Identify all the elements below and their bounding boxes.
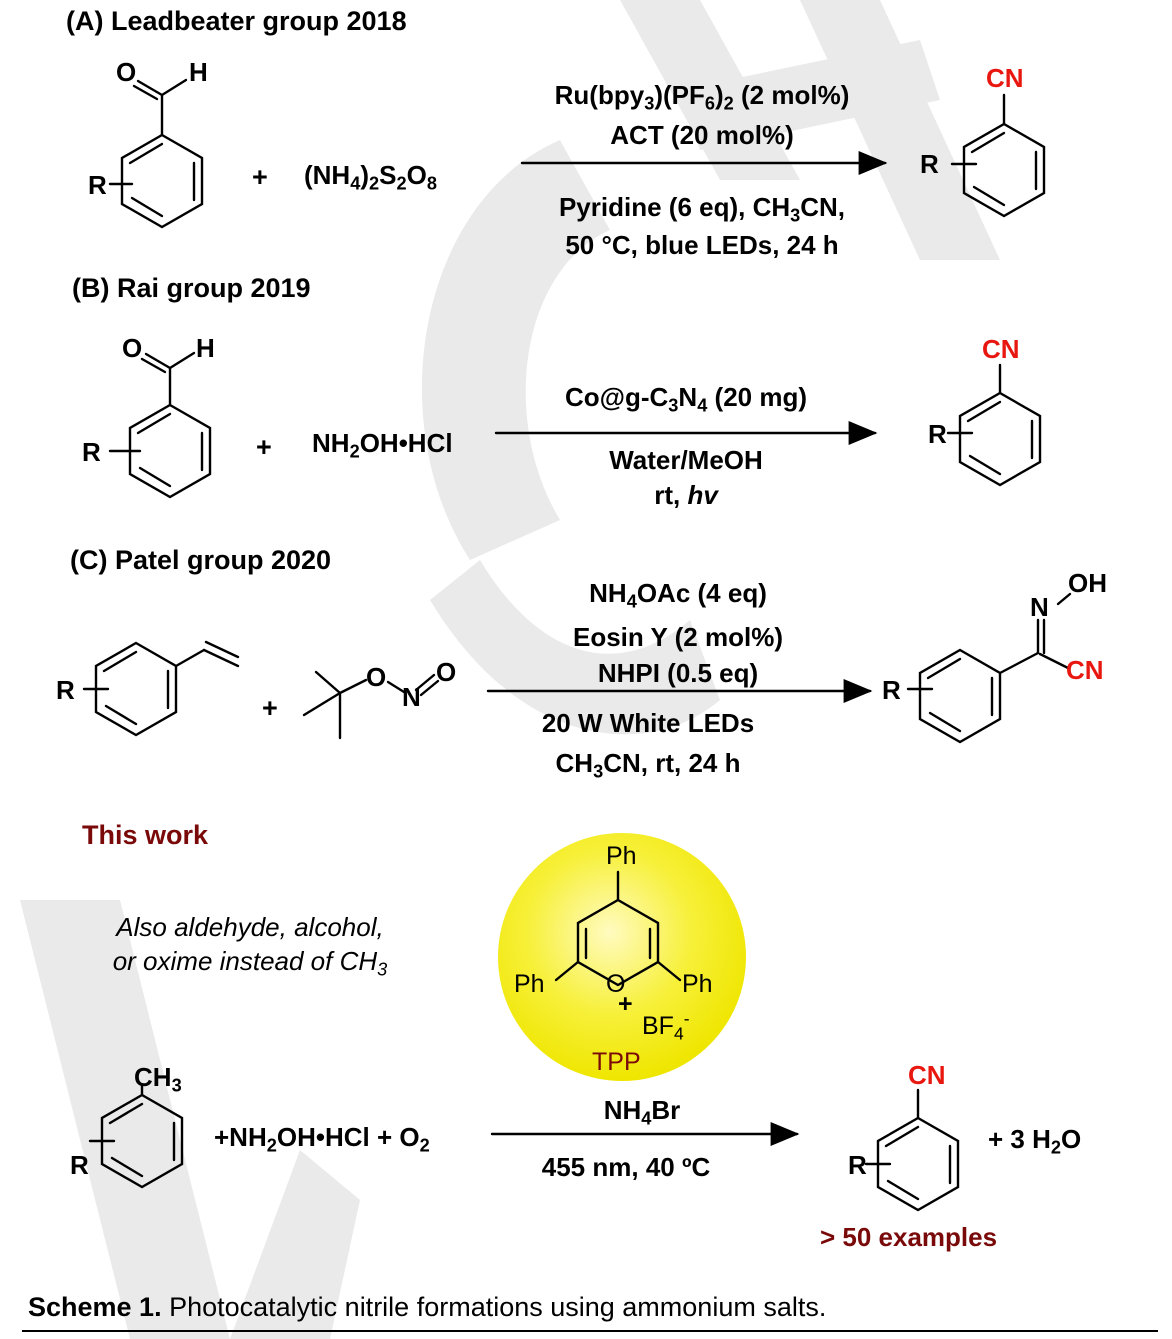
scheme-b-reagent: NH2OH•HCl xyxy=(312,428,453,462)
note-line-1: Also aldehyde, alcohol, xyxy=(116,912,384,942)
scheme-a-conditions-1: Pyridine (6 eq), CH3CN, xyxy=(558,192,846,226)
this-work-toluene xyxy=(88,1083,184,1189)
note-line-2: or oxime instead of CH3 xyxy=(112,946,388,980)
caption-rule xyxy=(22,1330,1158,1332)
scheme-a-benzonitrile xyxy=(950,93,1046,218)
scheme-c-reagent: NH4OAc (4 eq) xyxy=(589,578,767,612)
scheme-c-conditions: CH3CN, rt, 24 h xyxy=(555,748,741,782)
scheme-c-tbuono xyxy=(302,670,440,740)
this-work-conditions: 455 nm, 40 ºC xyxy=(541,1152,711,1182)
r-group-label: R xyxy=(928,419,947,449)
atom-label: O xyxy=(366,662,387,692)
atom-label: O xyxy=(122,333,143,363)
plus-sign: + xyxy=(252,162,268,192)
scheme-a-conditions-2: 50 °C, blue LEDs, 24 h xyxy=(565,230,839,260)
r-group-label: R xyxy=(882,675,901,705)
nitrile-label: CN xyxy=(1066,655,1104,685)
scheme-b-benzaldehyde xyxy=(108,351,212,499)
counterion-label: BF4- xyxy=(642,1008,690,1044)
nitrile-label: CN xyxy=(986,63,1024,93)
scheme-b-benzonitrile xyxy=(946,363,1042,487)
catalyst-label: Ph xyxy=(682,970,713,998)
r-group-label: R xyxy=(56,675,75,705)
scheme-a-cocatalyst: ACT (20 mol%) xyxy=(610,120,794,150)
atom-label: O xyxy=(116,57,137,87)
hydroxyl-label: OH xyxy=(1068,568,1107,598)
catalyst-label: O xyxy=(606,970,626,998)
atom-label: N xyxy=(402,682,421,712)
byproduct: + 3 H2O xyxy=(988,1124,1082,1158)
r-group-label: R xyxy=(70,1150,89,1180)
r-group-label: R xyxy=(88,170,107,200)
atom-label: H xyxy=(189,57,208,87)
scheme-caption: Scheme 1. Photocatalytic nitrile formati… xyxy=(28,1292,826,1323)
tpp-ring xyxy=(554,870,682,987)
r-group-label: R xyxy=(82,437,101,467)
scheme-c-light: 20 W White LEDs xyxy=(541,708,755,738)
scheme-b-title: (B) Rai group 2019 xyxy=(72,273,311,303)
r-group-label: R xyxy=(920,149,939,179)
this-work-additive: NH4Br xyxy=(603,1095,681,1129)
caption-label: Scheme 1. xyxy=(28,1292,162,1322)
scheme-c-cocatalyst: NHPI (0.5 eq) xyxy=(597,658,759,688)
scheme-a-title: (A) Leadbeater group 2018 xyxy=(66,6,407,36)
atom-label: O xyxy=(436,657,457,687)
atom-label: N xyxy=(1030,592,1049,622)
nitrile-label: CN xyxy=(908,1060,946,1090)
scheme-a-catalyst: Ru(bpy3)(PF6)2 (2 mol%) xyxy=(554,80,850,114)
scheme-c-title: (C) Patel group 2020 xyxy=(70,545,332,575)
catalyst-label: Ph xyxy=(606,842,637,870)
scheme-c-styrene xyxy=(82,640,240,737)
catalyst-charge: + xyxy=(618,990,633,1018)
scheme-a-reagent: (NH4)2S2O8 xyxy=(304,160,437,194)
scheme-c-catalyst: Eosin Y (2 mol%) xyxy=(573,622,783,652)
plus-sign: + xyxy=(256,432,272,462)
scheme-c-product xyxy=(906,592,1072,744)
scheme-b-solvent: Water/MeOH xyxy=(609,445,763,475)
nitrile-label: CN xyxy=(982,334,1020,364)
this-work-benzonitrile xyxy=(864,1088,960,1212)
plus-sign: + xyxy=(262,693,278,723)
catalyst-name: TPP xyxy=(592,1048,641,1076)
r-group-label: R xyxy=(848,1150,867,1180)
scheme-b-catalyst: Co@g-C3N4 (20 mg) xyxy=(564,382,808,416)
methyl-label: CH3 xyxy=(134,1062,182,1096)
this-work-reagents: +NH2OH•HCl + O2 xyxy=(214,1122,430,1156)
catalyst-label: Ph xyxy=(514,970,545,998)
scheme-a-benzaldehyde xyxy=(108,78,204,229)
caption-text: Photocatalytic nitrile formations using … xyxy=(161,1292,827,1322)
scheme-b-conditions: rt, hv xyxy=(654,480,718,510)
examples-count: > 50 examples xyxy=(820,1222,998,1252)
catalyst-circle xyxy=(498,833,746,1081)
atom-label: H xyxy=(196,333,215,363)
this-work-title: This work xyxy=(82,820,209,850)
